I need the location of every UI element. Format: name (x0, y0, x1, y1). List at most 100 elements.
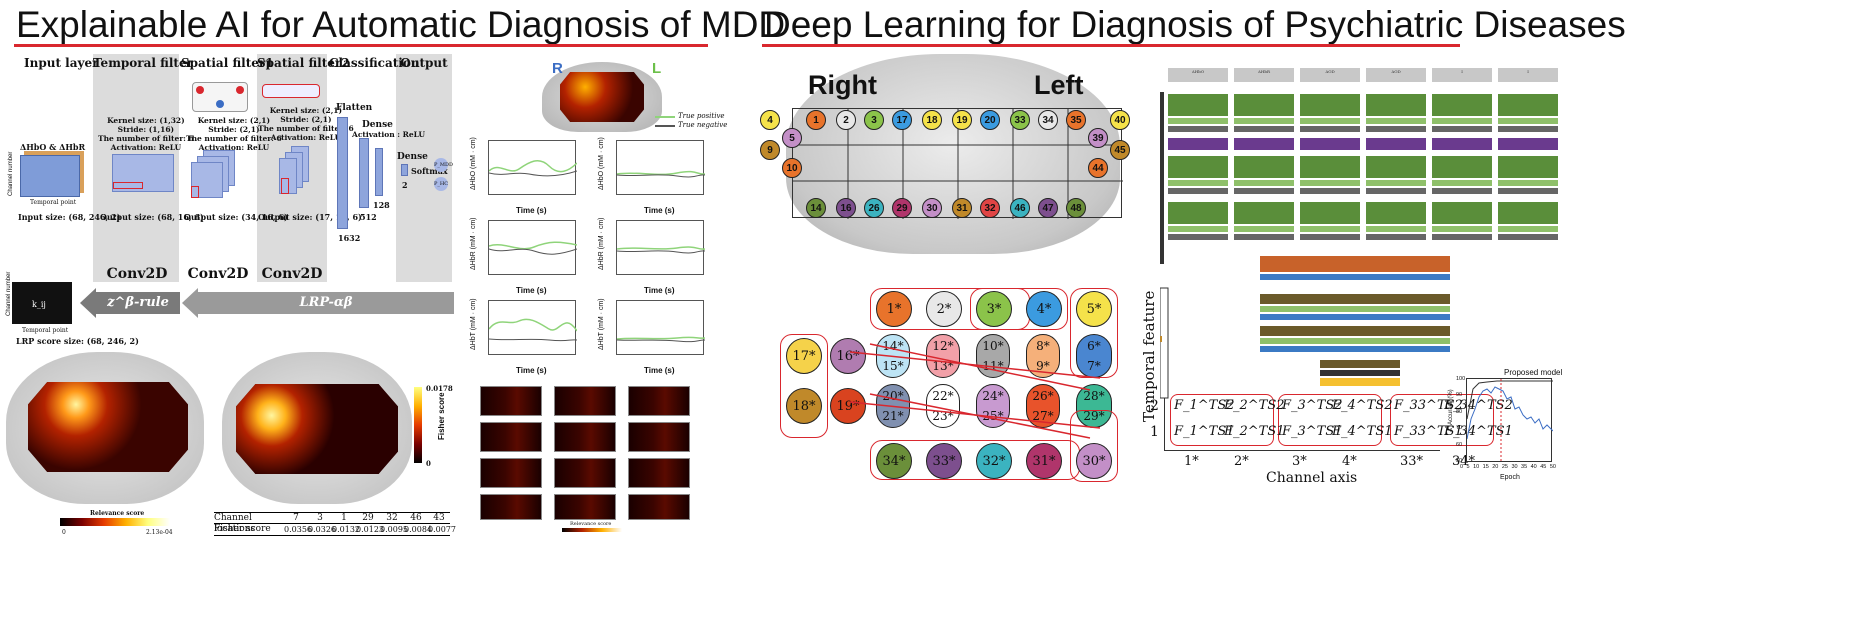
relevance-heatmap (28, 382, 188, 472)
xtick: 50 (1549, 464, 1556, 470)
conv2d-label-1: Conv2D (106, 266, 168, 282)
relevance-colorbar (60, 518, 170, 526)
cluster-node-1: 1* (876, 291, 912, 327)
fisher-colorbar-label: Fisher score (437, 392, 446, 440)
ytick: 90 (1456, 392, 1463, 399)
header-spatial-filter2: Spatial filter2 (257, 56, 350, 70)
channel-node: 31 (952, 198, 972, 218)
accuracy-plot (1466, 378, 1554, 463)
row-num-1: 1 (1150, 424, 1159, 440)
plot-hbo-tp (488, 140, 578, 195)
nn-input: I (1498, 68, 1558, 82)
relevance-colorbar-label: Relevance score (90, 510, 145, 517)
axis-tick: 4* (1342, 454, 1357, 469)
input-label: ΔHbO & ΔHbR (20, 142, 86, 152)
nn-branch: ΔHbR (1234, 68, 1294, 83)
spatial2-output-size: Output size: (17, 16, 6) (258, 212, 362, 222)
channel-node: 44 (1088, 158, 1108, 178)
cluster-connections (849, 343, 1101, 439)
lrp-axis-channel: Channel number (6, 271, 12, 316)
lrp-size-label: LRP score size: (68, 246, 2) (16, 336, 139, 346)
axis-tick: 2* (1234, 454, 1249, 469)
optode-detector-icon (216, 100, 224, 108)
cluster-node-4: 4* (1026, 291, 1062, 327)
relevance-thumbnail (480, 422, 542, 452)
feature-cell: F_1^TS1 (1174, 424, 1235, 439)
plot-ylabel: ΔHbR (mM · cm) (598, 217, 605, 271)
channel-node: 18 (922, 110, 942, 130)
cluster-node-32: 32* (976, 443, 1012, 479)
xtick: 15 (1482, 464, 1489, 470)
conv2d-label-2: Conv2D (187, 266, 249, 282)
dense2-units: 128 (373, 200, 390, 210)
feature-cell: F_34^TS1 (1444, 424, 1513, 439)
plot-hbt-tp (488, 300, 578, 355)
fisher-min: 0 (426, 459, 431, 468)
table-cell: 43 (433, 513, 445, 523)
cluster-node-30: 30* (1076, 443, 1112, 479)
left-title-underline (14, 44, 708, 47)
cluster-label: 6* (1087, 339, 1101, 353)
plot-xlabel: Time (s) (644, 206, 675, 215)
flatten-layer (337, 117, 348, 229)
cluster-box-left (780, 334, 828, 438)
relevance-thumbnail (480, 458, 542, 488)
cluster-label: 24* (982, 389, 1004, 403)
fisher-colorbar (414, 387, 422, 463)
plot-xlabel: Time (s) (644, 366, 675, 375)
feature-cell: F_33^TS2 (1394, 398, 1463, 413)
table-cell: 1 (341, 513, 347, 523)
lrp-arrow-head (182, 288, 198, 318)
table-cell: 0.0077 (428, 525, 456, 534)
fisher-max: 0.0178 (426, 384, 453, 393)
relevance-thumbnail (480, 494, 542, 520)
optode-source-icon (236, 86, 244, 94)
relevance-thumbnail (554, 386, 616, 416)
channel-node: 30 (922, 198, 942, 218)
channel-node: 39 (1088, 128, 1108, 148)
xtick: 40 (1530, 464, 1537, 470)
table-cell: 29 (362, 513, 374, 523)
plot-xlabel: Time (s) (516, 206, 547, 215)
table-row-label: Fisher score (214, 524, 271, 534)
channel-node: 4 (760, 110, 780, 130)
kij-label: k_ij (32, 300, 46, 309)
feature-cell: F_1^TS2 (1174, 398, 1235, 413)
brain-left-letter: L (652, 60, 662, 77)
optode-source-icon (196, 86, 204, 94)
feature-cell: F_3^TS1 (1282, 424, 1343, 439)
spatial2-kernel-marker (281, 178, 289, 194)
lrp-arrow: LRP-αβ (198, 292, 454, 314)
channel-node: 2 (836, 110, 856, 130)
nn-input: ΔHbR (1234, 68, 1294, 82)
plot-hbr-tp (488, 220, 578, 275)
dense1-units: 512 (360, 212, 377, 222)
relevance-thumbnail (480, 386, 542, 416)
header-classification: Classification (329, 56, 420, 70)
feature-box-3-4 (1278, 394, 1382, 446)
table-cell: 0.0326 (308, 525, 336, 534)
plot-hbr-tn (616, 220, 706, 275)
table-cell: 0.0095 (380, 525, 408, 534)
cluster-node-31: 31* (1026, 443, 1062, 479)
header-output: Output (400, 56, 448, 70)
axis-tick: 34* (1452, 454, 1476, 469)
channel-node: 3 (864, 110, 884, 130)
dense-out-layer (401, 164, 408, 176)
ytick: 60 (1456, 441, 1463, 448)
xtick: 20 (1492, 464, 1499, 470)
dense1-label: Dense (362, 120, 393, 130)
input-axis-channel: Channel number (8, 151, 14, 196)
temporal-feature-map (112, 154, 174, 192)
xtick: 25 (1501, 464, 1508, 470)
spatial-filter2-specs: Kernel size: (2,1) Stride: (2,1) The num… (258, 106, 354, 142)
dense1-activation: Activation : ReLU (352, 130, 426, 139)
brain-right-label: Right (808, 70, 877, 100)
lrp-axis-temporal: Temporal point (22, 327, 69, 334)
ytick: 70 (1456, 425, 1463, 432)
feature-box-33-34 (1390, 394, 1494, 446)
nn-branch: I (1432, 68, 1492, 83)
cluster-label: 7* (1087, 359, 1101, 373)
nn-input: ΔHbO (1168, 68, 1228, 82)
